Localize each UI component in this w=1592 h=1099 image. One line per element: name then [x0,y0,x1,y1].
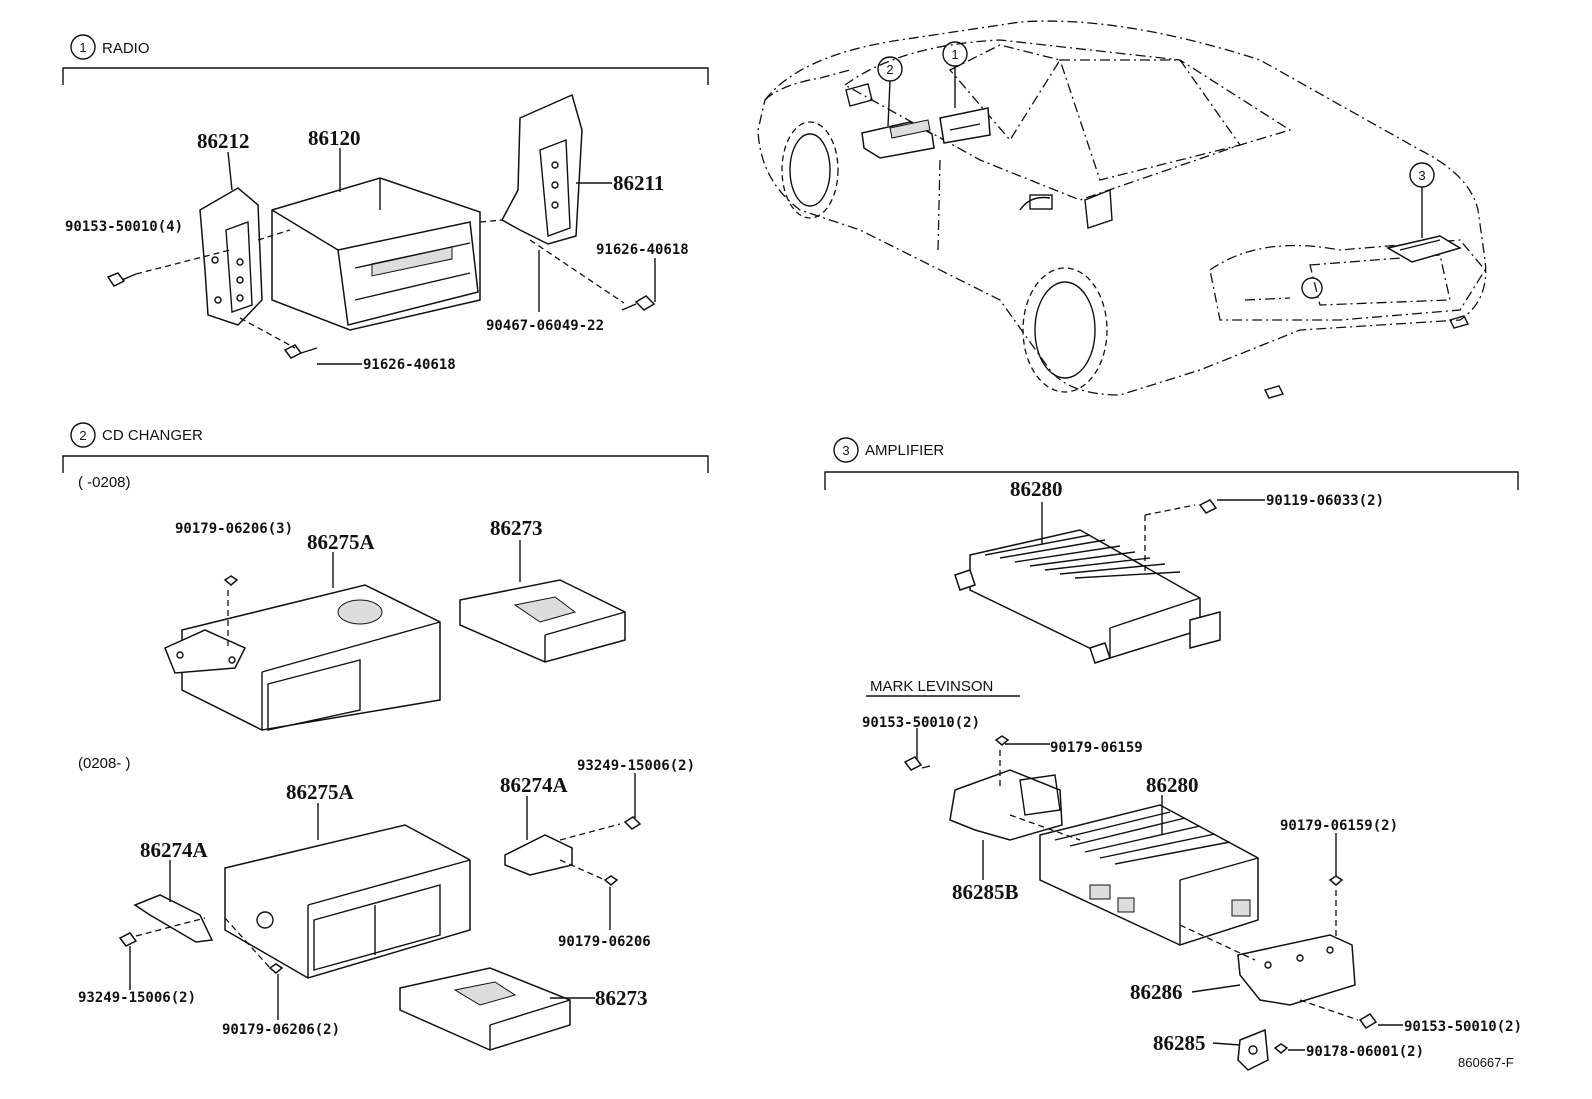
part-label: 90178-06001(2) [1306,1044,1424,1060]
model-range: (0208- ) [78,755,131,772]
cd-magazine-late [399,967,571,1051]
callout-number: 3 [1418,168,1425,183]
part-label: 90153-50010(4) [65,219,183,235]
part-label: 93249-15006(2) [577,758,695,774]
cd-changer-late [224,824,471,979]
radio-leaders [227,148,656,365]
part-label: 90467-06049-22 [486,318,604,334]
part-label: 86280 [1146,773,1199,797]
section-number-circle [70,34,96,60]
vehicle-overview: 1 2 3 [757,20,1487,399]
ml-leaders [916,728,1403,1051]
part-label: 93249-15006(2) [78,990,196,1006]
part-label: 91626-40618 [596,242,689,258]
part-label: 90153-50010(2) [862,715,980,731]
section-number: 3 [842,443,849,458]
sub-variant-title: MARK LEVINSON [870,678,993,695]
part-label: 86274A [500,773,569,797]
section-radio-header: 1 RADIO [62,34,709,85]
part-label: 91626-40618 [363,357,456,373]
section-number: 1 [79,40,86,55]
radio-bracket-left [199,187,263,326]
part-label: 86275A [307,530,376,554]
radio-head-unit [271,177,481,331]
section-title: RADIO [102,40,150,57]
mark-levinson-bracket-small [1237,1028,1289,1071]
part-label: 86280 [1010,477,1063,501]
cd-leaders [129,773,636,1020]
part-label: 86120 [308,126,361,150]
part-label: 90179-06159 [1050,740,1143,756]
cd-changer-early [164,575,441,731]
section-title: CD CHANGER [102,427,203,444]
callout-number: 1 [951,47,958,62]
radio-screws [106,219,656,359]
amplifier-standard [954,499,1265,664]
cd-magazine-early [459,579,626,663]
amplifier-mark-levinson [1039,804,1259,946]
model-range: ( -0208) [78,474,131,491]
section-amplifier-header: 3 AMPLIFIER [824,437,1519,490]
figure-id: 860667-F [1458,1055,1514,1070]
part-label: 86273 [490,516,543,540]
part-label: 86273 [595,986,648,1010]
part-label: 86275A [286,780,355,804]
part-label: 90179-06206(2) [222,1022,340,1038]
part-label: 90179-06206 [558,934,651,950]
mark-levinson-bracket-right [1179,875,1378,1029]
cd-bracket-right [224,816,642,974]
cd-bracket-left [118,894,214,947]
part-label: 90153-50010(2) [1404,1019,1522,1035]
section-bracket [62,67,709,85]
radio-bracket-right [500,93,583,245]
section-title: AMPLIFIER [865,442,944,459]
section-cd-changer-header: 2 CD CHANGER ( -0208) (0208- ) [62,422,709,772]
part-label: 90179-06206(3) [175,521,293,537]
part-label: 86285B [952,880,1019,904]
part-label: 86211 [613,171,664,195]
part-label: 90119-06033(2) [1266,493,1384,509]
mark-levinson-bracket-left [903,735,1081,841]
part-label: 86212 [197,129,250,153]
part-label: 90179-06159(2) [1280,818,1398,834]
part-label: 86286 [1130,980,1183,1004]
part-label: 86285 [1153,1031,1206,1055]
callout-number: 2 [886,62,893,77]
part-label: 86274A [140,838,209,862]
section-number: 2 [79,428,86,443]
